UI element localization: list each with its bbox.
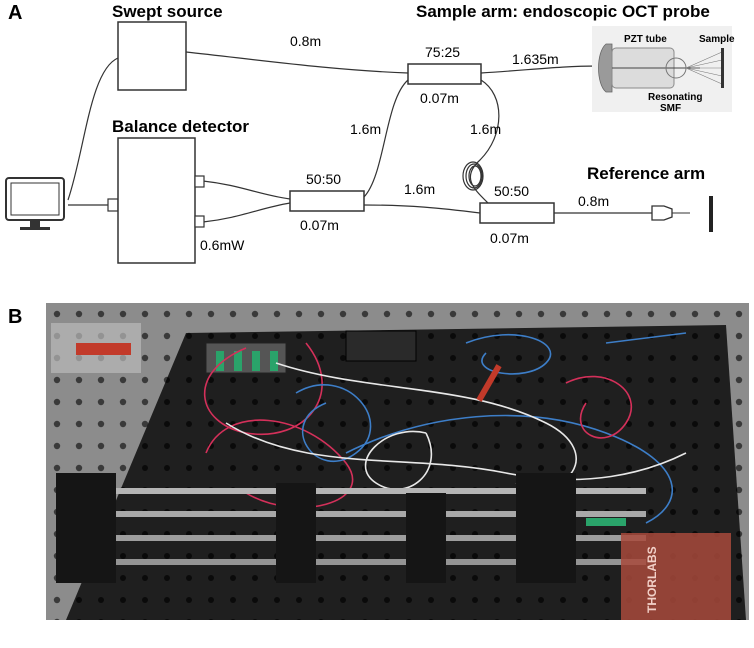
fiber-length-down: 1.6m — [350, 121, 381, 137]
schematic-panel: A — [0, 0, 754, 300]
coupler-50-50-left-ratio: 50:50 — [306, 171, 341, 187]
thorlabs-card — [621, 533, 731, 620]
optical-bench-photo: THORLABS — [46, 303, 749, 620]
photo-panel: B — [0, 300, 754, 648]
coupler-75-25-length: 0.07m — [420, 90, 459, 106]
thorlabs-card-text: THORLABS — [645, 546, 659, 613]
fiber-source-coupler — [185, 51, 409, 74]
balance-detector-label: Balance detector — [112, 117, 249, 136]
cable-computer-source — [67, 57, 119, 201]
fiber-length-reference: 0.8m — [578, 193, 609, 209]
coupler-50-50-right — [479, 202, 555, 224]
panel-label-b: B — [8, 306, 23, 328]
fiber-loop-path — [469, 79, 500, 206]
coupler-75-25 — [407, 63, 482, 85]
fiber-bundle — [203, 332, 687, 524]
detector-port-2 — [194, 215, 205, 228]
endoscopic-probe-illustration: PZT tube Sample Resonating SMF — [592, 26, 735, 114]
cage-system — [56, 473, 646, 583]
panel-label-a: A — [8, 2, 23, 24]
bench-module — [345, 330, 417, 362]
sample-arm-title: Sample arm: endoscopic OCT probe — [416, 2, 710, 21]
coupler-50-50-right-length: 0.07m — [490, 230, 529, 246]
resonating-label: Resonating — [648, 92, 702, 103]
detector-computer-port — [107, 198, 119, 212]
fiber-to-probe — [480, 65, 599, 74]
balance-detector-box — [117, 137, 196, 264]
fiber-coupler-to-50-50 — [363, 79, 409, 198]
fiber-length-source: 0.8m — [290, 33, 321, 49]
computer-monitor-icon — [5, 177, 65, 230]
detector-power-label: 0.6mW — [200, 237, 245, 253]
fiber-detector-port1 — [202, 180, 291, 200]
reference-arm-collimator-mirror — [651, 196, 713, 232]
coupler-50-50-left-length: 0.07m — [300, 217, 339, 233]
sample-label: Sample — [699, 34, 735, 45]
fiber-length-link: 1.6m — [404, 181, 435, 197]
swept-source-label: Swept source — [112, 2, 223, 21]
smf-label: SMF — [660, 103, 681, 114]
reference-arm-title: Reference arm — [587, 164, 705, 183]
fiber-length-loop: 1.6m — [470, 121, 501, 137]
detector-port-1 — [194, 175, 205, 188]
coupler-50-50-left — [289, 190, 365, 212]
coupler-75-25-ratio: 75:25 — [425, 44, 460, 60]
fiber-coil — [462, 161, 484, 191]
coupler-50-50-right-ratio: 50:50 — [494, 183, 529, 199]
fiber-length-probe: 1.635m — [512, 51, 559, 67]
fiber-50-50-link — [363, 204, 481, 214]
fiber-connector-cluster — [205, 342, 287, 374]
swept-source-box — [117, 21, 187, 91]
fiber-detector-port2 — [202, 202, 291, 223]
pzt-tube-label: PZT tube — [624, 34, 667, 45]
oct-system-schematic: Swept source Balance detector 0.6mW 75:2… — [5, 2, 735, 264]
